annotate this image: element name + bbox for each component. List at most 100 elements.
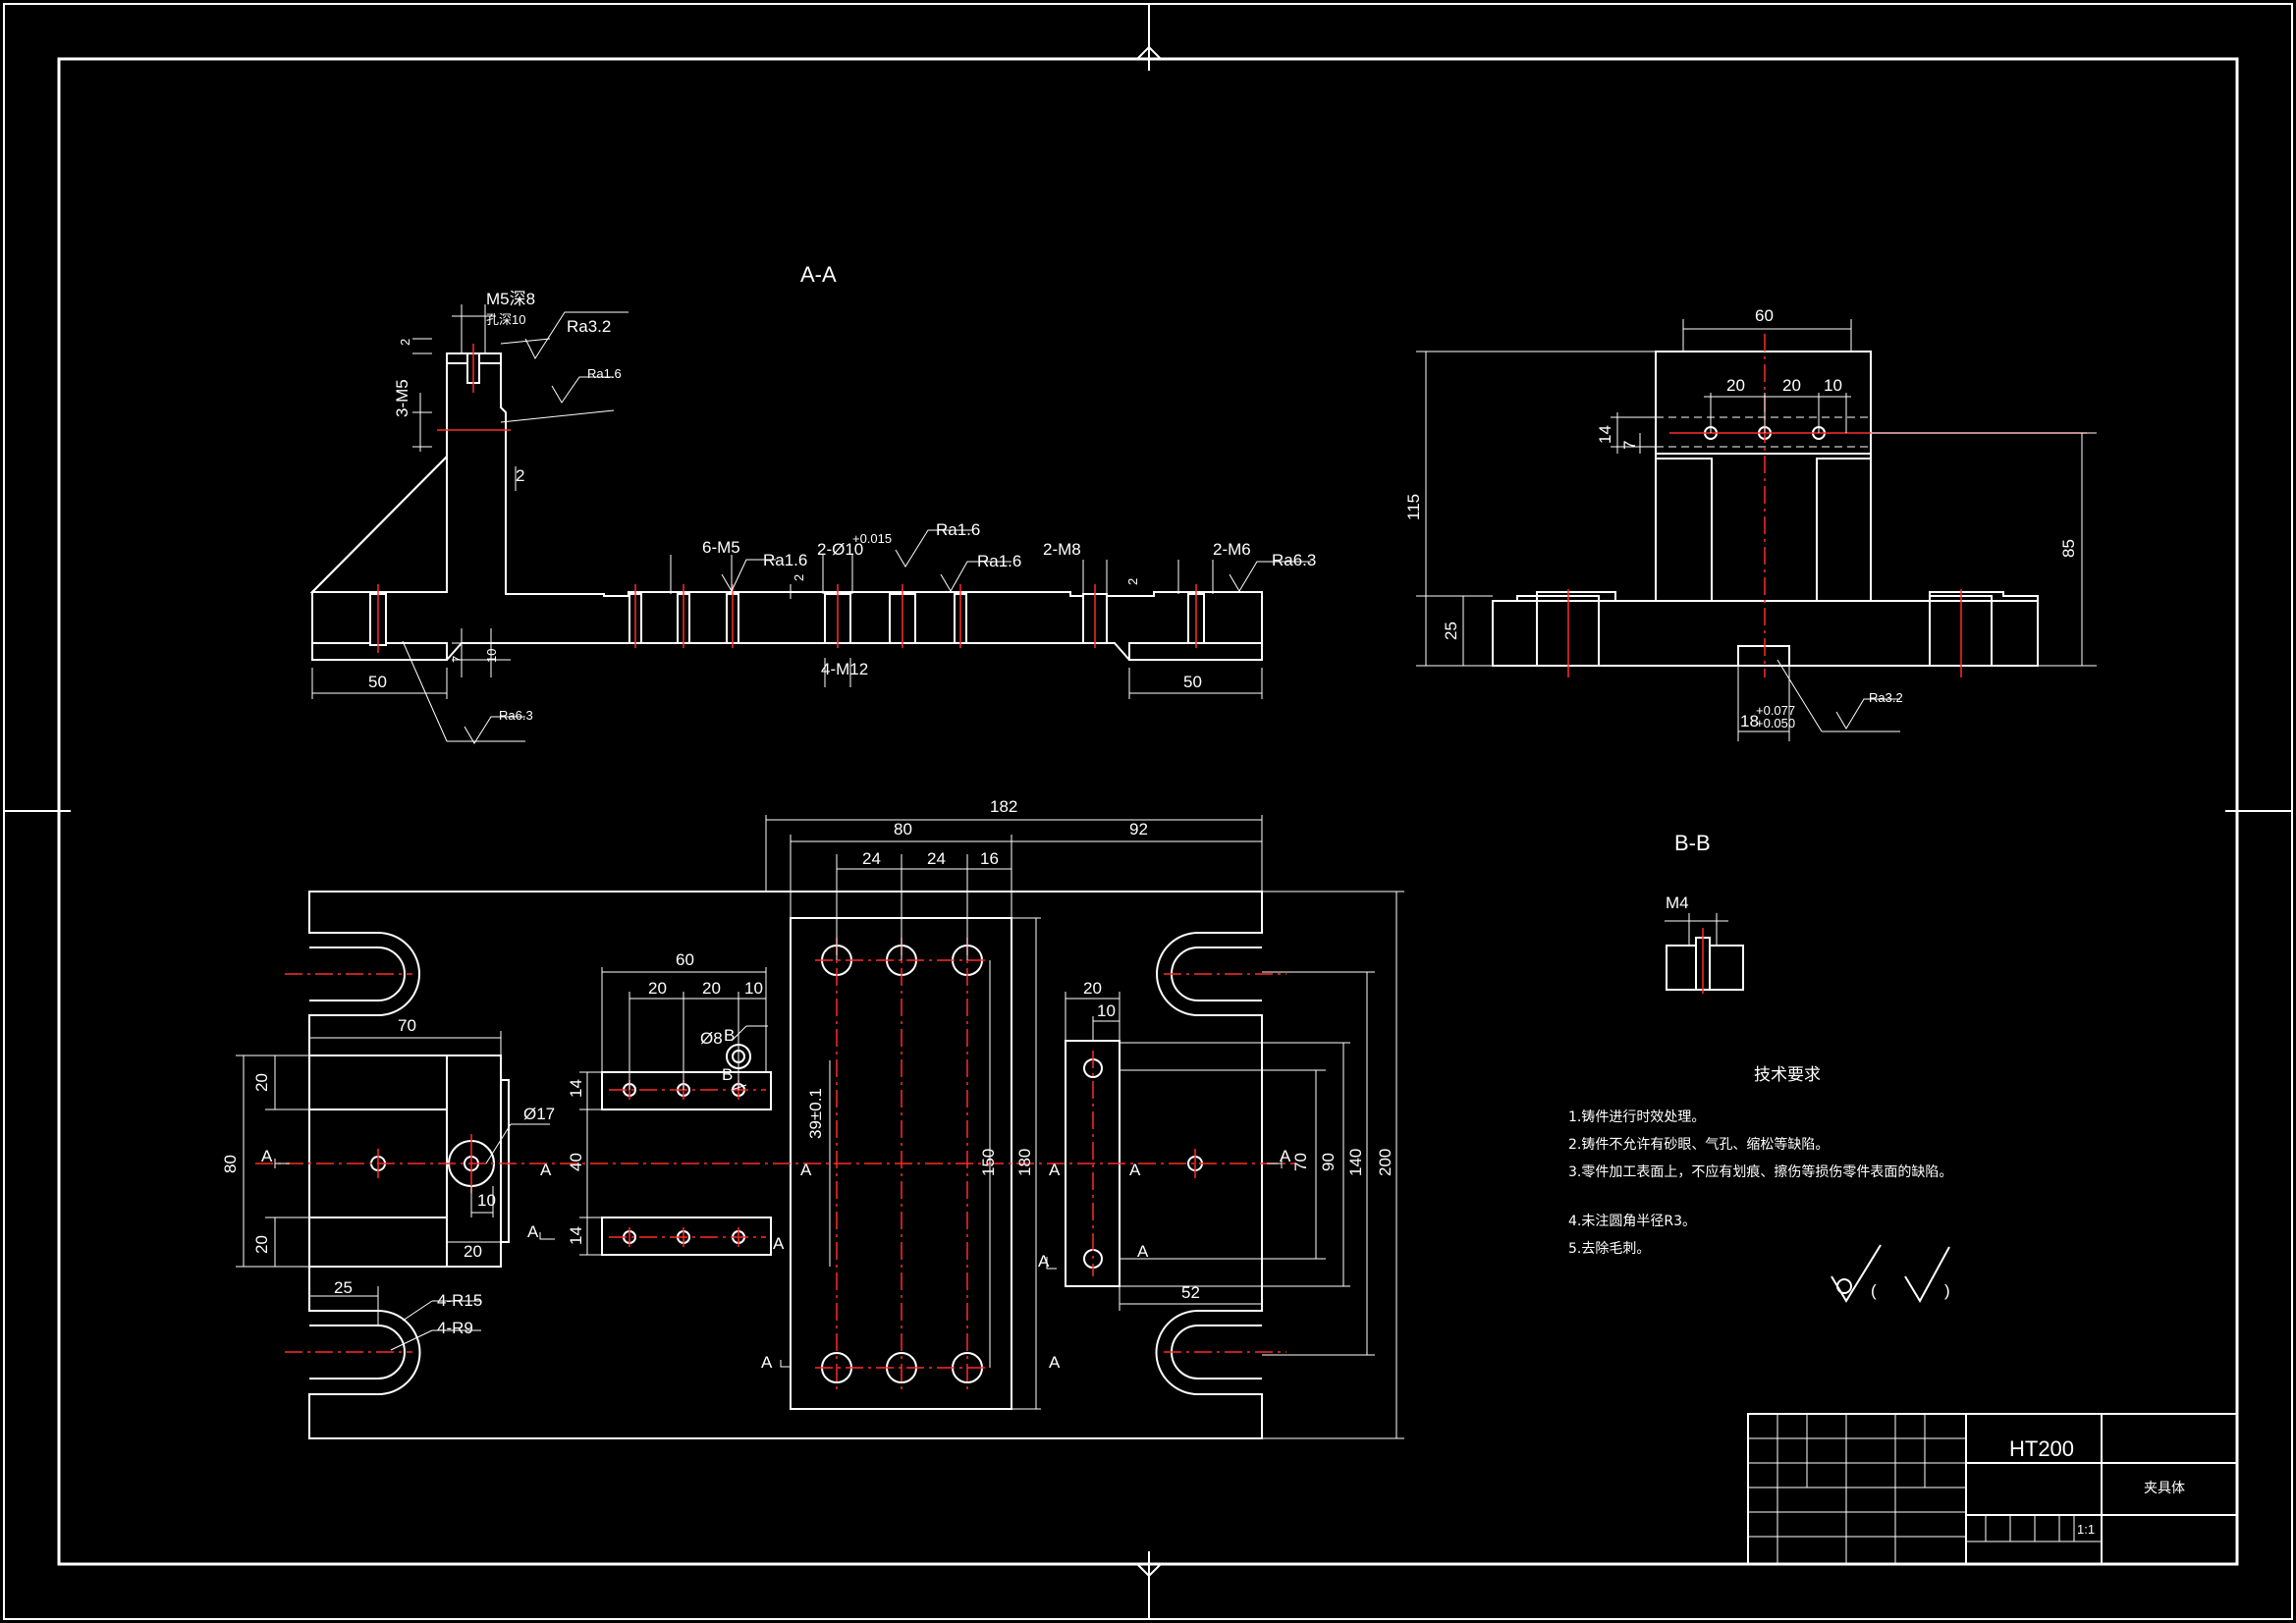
plan-a11: A bbox=[1049, 1161, 1061, 1179]
aa-6-m5: 6-M5 bbox=[702, 538, 740, 557]
aa-ra16-b: Ra1.6 bbox=[936, 520, 980, 539]
plan-a8: A bbox=[1280, 1147, 1291, 1165]
plan-dim-20-left-top: 20 bbox=[252, 1073, 271, 1092]
plan-dim-150: 150 bbox=[979, 1149, 998, 1176]
aa-dim-2-mid: 2 bbox=[516, 466, 524, 485]
aa-3-m5: 3-M5 bbox=[393, 379, 411, 417]
note-item-5: 5.去除毛刺。 bbox=[1568, 1241, 1650, 1257]
roughness-close-paren: ) bbox=[1944, 1281, 1950, 1300]
side-view: 60 20 20 10 14 7 115 85 25 18 +0.077 +0.… bbox=[1404, 306, 2097, 741]
plan-a6: A bbox=[1049, 1353, 1061, 1372]
plan-a9: A bbox=[1038, 1252, 1050, 1271]
aa-ra16-top: Ra1.6 bbox=[587, 366, 622, 381]
side-dim-18: 18 bbox=[1740, 712, 1759, 730]
plan-a10: A bbox=[1137, 1242, 1149, 1261]
side-dim-85: 85 bbox=[2059, 539, 2078, 558]
general-roughness-note: ( ) bbox=[1831, 1244, 1950, 1304]
side-dim-115: 115 bbox=[1404, 494, 1423, 520]
note-item-1: 1.铸件进行时效处理。 bbox=[1568, 1109, 1705, 1125]
plan-dim-20b: 20 bbox=[702, 979, 721, 998]
plan-dim-14b: 14 bbox=[567, 1226, 585, 1245]
plan-dim-10a: 10 bbox=[744, 979, 763, 998]
aa-dim-2-top: 2 bbox=[398, 339, 412, 346]
plan-dim-20-bot: 20 bbox=[464, 1242, 482, 1261]
side-ra32: Ra3.2 bbox=[1869, 690, 1903, 705]
aa-dim-10: 10 bbox=[484, 649, 499, 663]
side-tol-050: +0.050 bbox=[1756, 716, 1795, 730]
aa-dim-2-slot: 2 bbox=[792, 574, 806, 581]
aa-ra16-c: Ra1.6 bbox=[977, 552, 1021, 570]
plan-dim-20a: 20 bbox=[648, 979, 667, 998]
aa-2-phi10: 2-Ø10 bbox=[817, 540, 863, 559]
plan-dim-24a: 24 bbox=[862, 849, 881, 868]
plan-dim-24b: 24 bbox=[927, 849, 946, 868]
title-block-name: 夹具体 bbox=[2144, 1481, 2185, 1496]
aa-ra16-a: Ra1.6 bbox=[763, 551, 807, 569]
note-item-2: 2.铸件不允许有砂眼、气孔、缩松等缺陷。 bbox=[1568, 1136, 1829, 1153]
side-dim-20b: 20 bbox=[1782, 376, 1801, 395]
aa-tol-015: +0.015 bbox=[852, 531, 892, 546]
aa-2-m6: 2-M6 bbox=[1213, 540, 1251, 559]
side-dim-60: 60 bbox=[1755, 306, 1774, 325]
plan-dim-52: 52 bbox=[1181, 1283, 1200, 1302]
plan-dim-70r: 70 bbox=[1291, 1153, 1310, 1171]
plan-dim-39: 39±0.1 bbox=[806, 1088, 825, 1139]
plan-dim-20-left-bot: 20 bbox=[252, 1235, 271, 1254]
side-dim-14: 14 bbox=[1596, 425, 1614, 444]
aa-dim-50-left: 50 bbox=[368, 673, 387, 691]
title-block-sheet: 1:1 bbox=[2077, 1522, 2095, 1537]
side-dim-20a: 20 bbox=[1726, 376, 1745, 395]
title-block: HT200 夹具体 1:1 bbox=[1747, 1413, 2238, 1565]
aa-2-m8: 2-M8 bbox=[1043, 540, 1081, 559]
technical-notes: 技术要求 1.铸件进行时效处理。 2.铸件不允许有砂眼、气孔、缩松等缺陷。 3.… bbox=[1568, 1065, 1952, 1257]
plan-a7: A bbox=[1129, 1161, 1141, 1179]
plan-dim-10c: 10 bbox=[1097, 1001, 1116, 1020]
plan-dim-16: 16 bbox=[980, 849, 999, 868]
aa-dim-7: 7 bbox=[450, 656, 465, 663]
notes-title: 技术要求 bbox=[1754, 1065, 1821, 1084]
plan-dim-80-left: 80 bbox=[221, 1155, 240, 1173]
note-item-3: 3.零件加工表面上，不应有划痕、擦伤等损伤零件表面的缺陷。 bbox=[1568, 1163, 1952, 1180]
plan-a5: A bbox=[761, 1353, 773, 1372]
side-dim-7: 7 bbox=[1620, 441, 1639, 450]
plan-dim-14a: 14 bbox=[567, 1079, 585, 1098]
section-bb-view: B-B M4 bbox=[1665, 831, 1744, 994]
plan-a3: A bbox=[527, 1222, 539, 1241]
aa-4-m12: 4-M12 bbox=[821, 660, 868, 678]
plan-dim-40: 40 bbox=[567, 1153, 585, 1171]
side-dim-10: 10 bbox=[1824, 376, 1842, 395]
plan-view: 182 80 92 24 24 16 60 20 20 10 Ø8 B B 70… bbox=[221, 797, 1404, 1439]
section-aa-title: A-A bbox=[800, 262, 837, 287]
aa-dim-2-right: 2 bbox=[1125, 578, 1140, 585]
side-dim-25: 25 bbox=[1442, 622, 1460, 640]
aa-ra63-right: Ra6.3 bbox=[1272, 551, 1316, 569]
plan-dim-182: 182 bbox=[990, 797, 1017, 816]
plan-b-mark: B bbox=[724, 1026, 735, 1045]
plan-dim-20c: 20 bbox=[1083, 979, 1102, 998]
plan-a4: A bbox=[773, 1234, 785, 1253]
plan-dim-80: 80 bbox=[894, 820, 912, 839]
title-block-material: HT200 bbox=[2009, 1436, 2074, 1461]
plan-phi17: Ø17 bbox=[523, 1105, 555, 1123]
aa-m5-depth: M5深8 bbox=[486, 290, 535, 308]
roughness-open-paren: ( bbox=[1871, 1281, 1877, 1300]
plan-phi8: Ø8 bbox=[700, 1029, 723, 1048]
plan-dim-25: 25 bbox=[334, 1278, 353, 1297]
plan-dim-92: 92 bbox=[1129, 820, 1148, 839]
aa-dim-50-right: 50 bbox=[1183, 673, 1202, 691]
plan-dim-70: 70 bbox=[398, 1016, 416, 1035]
plan-dim-200: 200 bbox=[1376, 1149, 1394, 1176]
note-item-4: 4.未注圆角半径R3。 bbox=[1568, 1214, 1696, 1229]
plan-a12: A bbox=[800, 1161, 812, 1179]
plan-r9: 4-R9 bbox=[437, 1319, 473, 1337]
plan-dim-90: 90 bbox=[1319, 1153, 1338, 1171]
plan-a1: A bbox=[261, 1147, 273, 1165]
plan-dim-140: 140 bbox=[1346, 1149, 1365, 1176]
aa-hole-depth: 孔深10 bbox=[486, 312, 525, 327]
plan-dim-60: 60 bbox=[676, 950, 694, 969]
plan-b-mark2: B bbox=[722, 1065, 733, 1084]
aa-ra63-bottom: Ra6.3 bbox=[499, 708, 533, 723]
plan-dim-10b: 10 bbox=[477, 1191, 496, 1210]
section-bb-title: B-B bbox=[1674, 831, 1711, 855]
sheet-border bbox=[3, 3, 2293, 1620]
